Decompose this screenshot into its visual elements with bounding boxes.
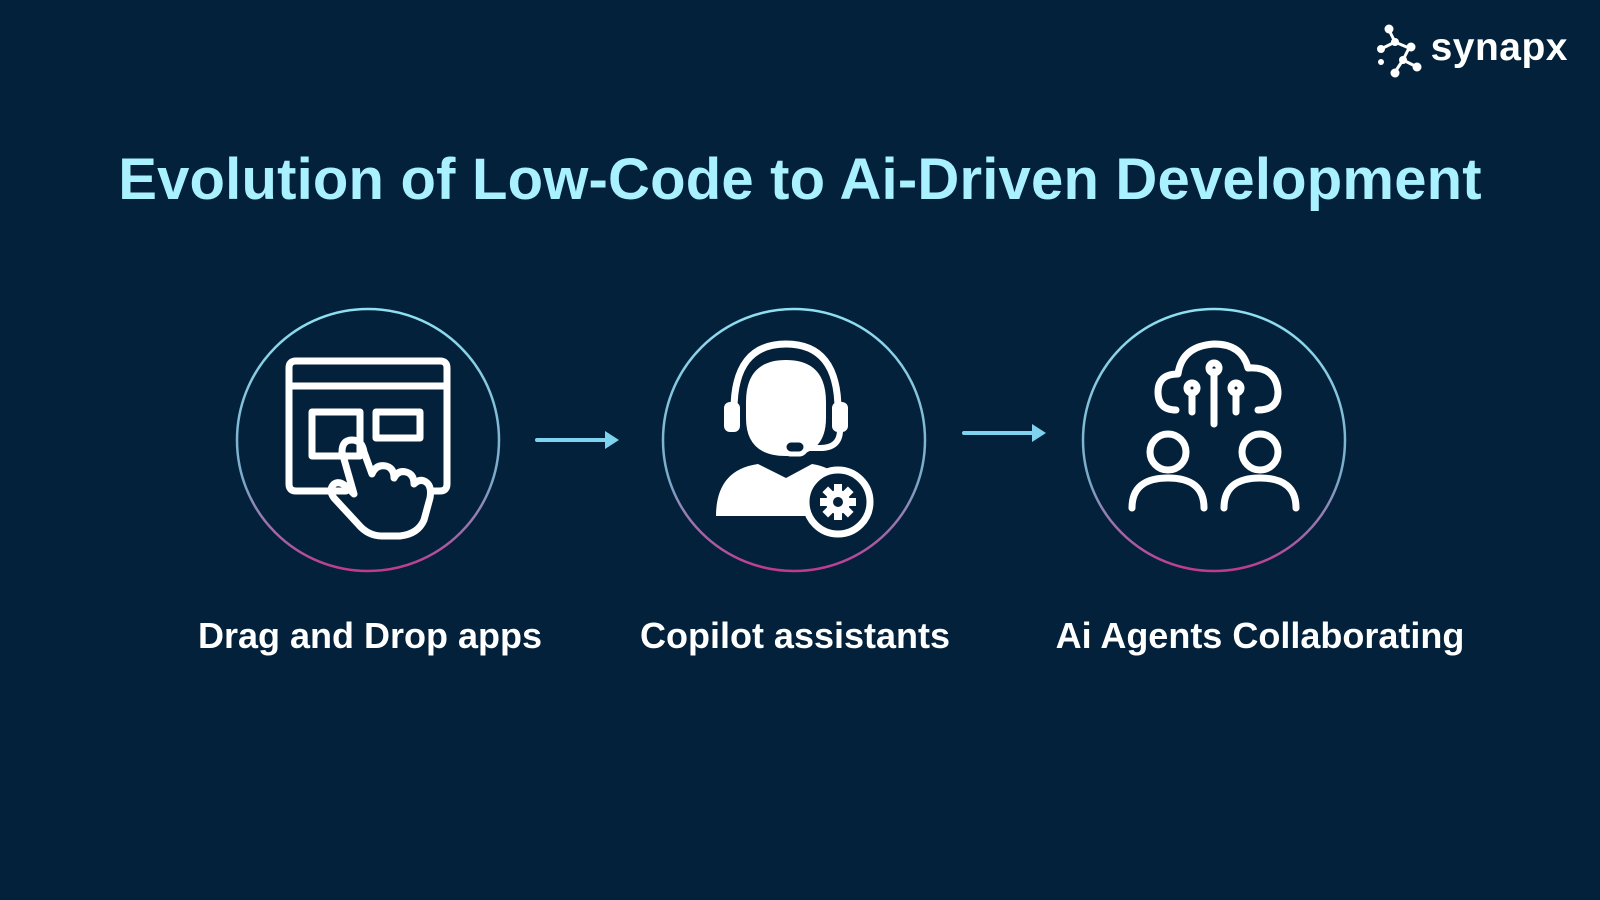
stage-ai-agents [1080, 306, 1348, 574]
headset-support-icon [661, 307, 927, 573]
brand-logo: synapx [1375, 22, 1568, 78]
synapx-logo-icon [1376, 24, 1422, 78]
stage-label: Ai Agents Collaborating [1055, 615, 1465, 656]
page-title: Evolution of Low-Code to Ai-Driven Devel… [118, 147, 1482, 212]
cloud-network-users-icon [1081, 307, 1347, 573]
arrow-right-icon [535, 426, 621, 454]
stage-copilot [660, 306, 928, 574]
stage-drag-and-drop [234, 306, 502, 574]
evolution-diagram [0, 300, 1600, 580]
drag-and-drop-icon [235, 307, 501, 573]
stage-label: Drag and Drop apps [197, 615, 543, 656]
brand-name: synapx [1430, 25, 1568, 69]
arrow-right-icon [962, 419, 1048, 447]
stage-label: Copilot assistants [639, 615, 951, 656]
